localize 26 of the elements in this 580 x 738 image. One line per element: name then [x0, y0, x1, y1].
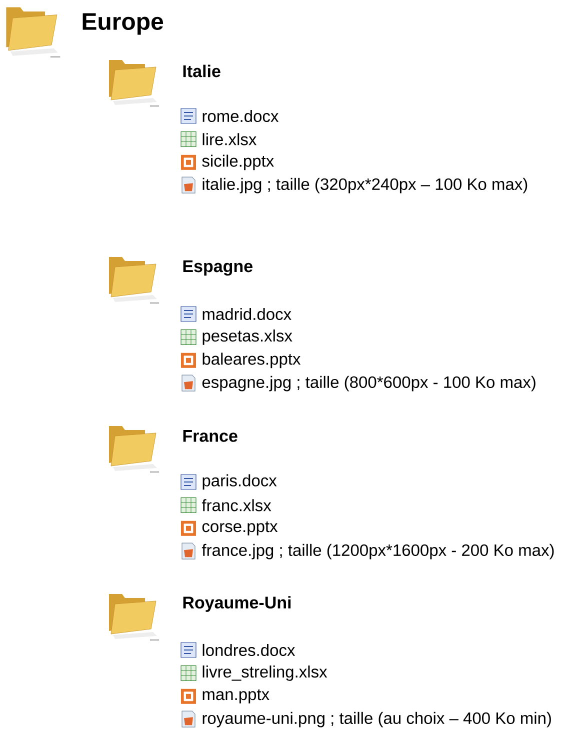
- folder-name: Europe: [82, 13, 164, 35]
- folder-icon: [109, 60, 160, 106]
- folder-name: Espagne: [183, 260, 252, 276]
- folder-icon: [109, 257, 160, 304]
- file-name: italie.jpg ; taille (320px*240px – 100 Ko max): [202, 178, 528, 194]
- folder-name: France: [183, 430, 238, 442]
- file-name: lire.xlsx: [202, 133, 257, 146]
- file-name: franc.xlsx: [202, 499, 272, 512]
- file-name: sicile.pptx: [202, 154, 274, 170]
- folder-icon: [109, 594, 160, 640]
- file-name: royaume-uni.png ; taille (au choix – 400 Ko min): [202, 712, 551, 728]
- file-name: espagne.jpg ; taille (800*600px - 100 Ko max): [202, 376, 536, 392]
- file-name: madrid.docx: [202, 308, 292, 320]
- file-name: livre_streling.xlsx: [202, 666, 328, 681]
- folder-icon: [6, 7, 61, 58]
- file-name: corse.pptx: [202, 521, 278, 536]
- file-name: man.pptx: [202, 689, 270, 704]
- file-name: baleares.pptx: [202, 352, 301, 368]
- file-name: paris.docx: [202, 474, 277, 490]
- folder-icon: [109, 426, 160, 472]
- folder-name: Royaume-Uni: [183, 596, 291, 612]
- file-name: londres.docx: [202, 644, 296, 656]
- file-name: france.jpg ; taille (1200px*1600px - 200 Ko max): [202, 544, 554, 560]
- folder-name: Italie: [183, 64, 220, 78]
- file-name: pesetas.xlsx: [202, 330, 292, 345]
- file-name: rome.docx: [202, 110, 279, 122]
